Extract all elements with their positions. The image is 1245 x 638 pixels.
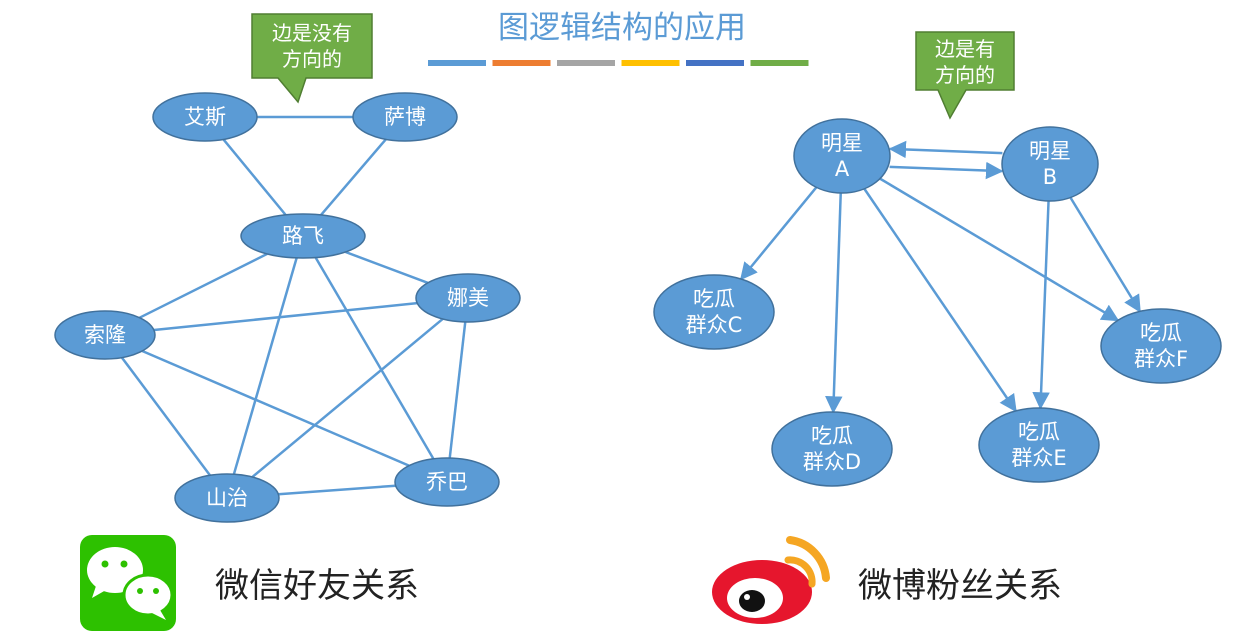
title-bar-6 <box>750 60 809 66</box>
undirected-node-label: 索隆 <box>84 323 126 347</box>
directed-node-label: A <box>835 157 850 181</box>
directed-edge-starA-fanD <box>825 192 843 414</box>
directed-node-label: 群众F <box>1134 347 1188 371</box>
undirected-node-label: 山治 <box>206 486 248 510</box>
directed-edge-starA-fanE <box>863 188 1017 413</box>
undirected-callout-line-1: 边是没有 <box>272 21 352 45</box>
undirected-edge-lufei-shanzhi <box>232 257 298 475</box>
directed-edge-starB-fanF <box>1069 196 1141 313</box>
directed-node-shape <box>793 118 891 194</box>
undirected-node-label: 路飞 <box>282 224 324 248</box>
undirected-edge-suolong-shanzhi <box>120 356 212 477</box>
directed-node-shape <box>771 411 893 487</box>
directed-callout: 边是有 方向的 <box>915 31 1015 120</box>
directed-node-starB: 明星B <box>1001 126 1099 202</box>
undirected-node-shape <box>152 92 258 142</box>
directed-node-label: 明星 <box>821 131 863 155</box>
title-bar-3 <box>557 60 615 66</box>
undirected-node-namei: 娜美 <box>415 273 521 323</box>
undirected-node-label: 艾斯 <box>184 105 226 129</box>
title-bar-5 <box>686 60 744 66</box>
directed-node-label: B <box>1043 165 1057 189</box>
page-title: 图逻辑结构的应用 <box>498 10 746 46</box>
undirected-node-shape <box>174 473 280 523</box>
directed-callout-line-2: 方向的 <box>935 63 995 87</box>
undirected-edge-namei-shanzhi <box>251 318 444 478</box>
weibo-caption: 微博粉丝关系 <box>858 566 1062 606</box>
undirected-edge-suolong-namei <box>153 301 418 332</box>
undirected-node-shape <box>352 92 458 142</box>
undirected-edges <box>120 115 467 496</box>
wechat-caption: 微信好友关系 <box>215 566 419 606</box>
title-bar-2 <box>492 60 551 66</box>
directed-edge-starA-fanC <box>739 186 818 281</box>
directed-edges <box>739 140 1141 414</box>
undirected-edge-lufei-namei <box>345 250 429 285</box>
directed-edge-starB-starA <box>888 140 1003 159</box>
undirected-node-lufei: 路飞 <box>240 213 366 259</box>
undirected-edge-namei-qiaoba <box>448 321 467 459</box>
undirected-node-shape <box>240 213 366 259</box>
undirected-node-label: 乔巴 <box>426 470 468 494</box>
directed-node-shape <box>653 274 775 350</box>
undirected-node-suolong: 索隆 <box>54 310 156 360</box>
undirected-callout: 边是没有 方向的 <box>251 13 373 104</box>
directed-node-label: 吃瓜 <box>811 424 853 448</box>
undirected-callout-line-2: 方向的 <box>282 47 342 71</box>
directed-edge-starA-fanF <box>879 177 1120 322</box>
undirected-node-aisi: 艾斯 <box>152 92 258 142</box>
undirected-node-shanzhi: 山治 <box>174 473 280 523</box>
directed-node-label: 群众C <box>686 313 743 337</box>
undirected-edge-aisi-lufei <box>222 138 287 216</box>
undirected-callout-bubble <box>251 13 373 104</box>
wechat-logo-icon <box>80 535 176 631</box>
undirected-node-label: 萨博 <box>384 105 426 129</box>
undirected-edge-lufei-suolong <box>139 252 268 319</box>
directed-node-shape <box>1100 308 1222 384</box>
directed-node-label: 吃瓜 <box>1018 420 1060 444</box>
directed-node-starA: 明星A <box>793 118 891 194</box>
directed-node-shape <box>978 407 1100 483</box>
undirected-node-sabo: 萨博 <box>352 92 458 142</box>
directed-node-shape <box>1001 126 1099 202</box>
directed-node-label: 群众E <box>1011 446 1066 470</box>
undirected-edge-shanzhi-qiaoba <box>278 484 396 496</box>
undirected-node-qiaoba: 乔巴 <box>394 457 500 507</box>
directed-edge-starB-fanE <box>1032 200 1050 410</box>
directed-node-label: 吃瓜 <box>1140 321 1182 345</box>
undirected-edge-lufei-qiaoba <box>314 256 435 460</box>
directed-callout-line-1: 边是有 <box>935 37 995 61</box>
undirected-edge-suolong-qiaoba <box>141 349 410 467</box>
undirected-node-shape <box>394 457 500 507</box>
directed-node-label: 群众D <box>803 450 861 474</box>
title-underline-bars <box>428 60 809 66</box>
directed-node-label: 吃瓜 <box>693 287 735 311</box>
weibo-logo-icon <box>712 536 830 624</box>
undirected-node-label: 娜美 <box>447 286 489 310</box>
undirected-node-shape <box>54 310 156 360</box>
undirected-node-shape <box>415 273 521 323</box>
directed-edge-starA-starB <box>889 161 1004 180</box>
undirected-edge-sabo-lufei <box>320 138 387 216</box>
title-bar-1 <box>428 60 486 66</box>
directed-node-label: 明星 <box>1029 139 1071 163</box>
directed-callout-bubble <box>915 31 1015 120</box>
title-bar-4 <box>621 60 680 66</box>
